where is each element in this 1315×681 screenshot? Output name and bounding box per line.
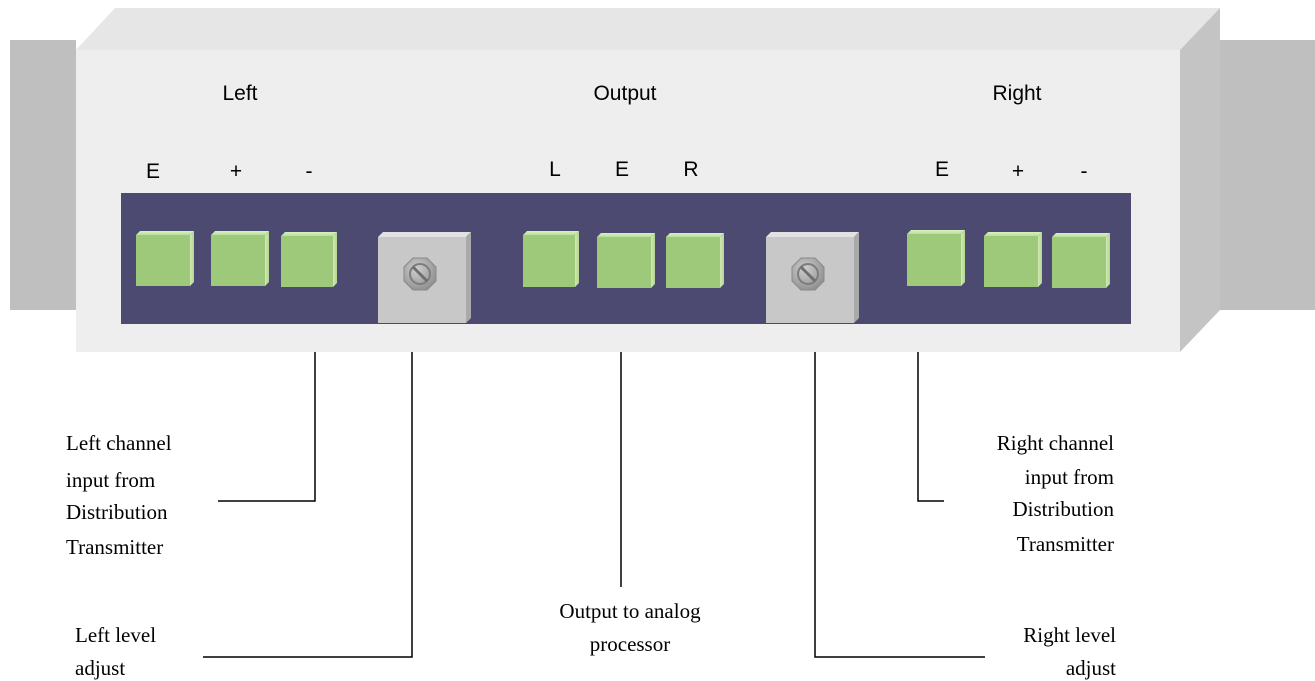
terminal-label-right-e: E	[935, 158, 949, 181]
terminal-label-right-plus: +	[1012, 160, 1024, 183]
leader-line-right-level	[814, 352, 985, 658]
rack-ear-right	[1220, 40, 1315, 310]
terminal-right-minus	[1052, 233, 1110, 288]
right-level-knob[interactable]	[766, 232, 859, 323]
svg-text:Left level: Left level	[75, 623, 156, 647]
callout-right-level: Right level adjust	[1023, 623, 1116, 680]
leader-line-right-input	[917, 352, 944, 502]
svg-text:Left channel: Left channel	[66, 431, 172, 455]
callout-left-level: Left level adjust	[75, 623, 156, 680]
terminal-output-e	[597, 233, 655, 288]
terminal-label-left-minus: -	[306, 160, 313, 183]
left-level-knob[interactable]	[378, 232, 471, 323]
terminal-label-left-e: E	[146, 160, 160, 183]
terminal-right-plus	[984, 232, 1042, 287]
terminal-left-minus	[281, 232, 337, 287]
group-label-right: Right	[992, 82, 1041, 105]
callout-output: Output to analog processor	[559, 599, 701, 656]
rack-ear-left	[10, 40, 76, 310]
leader-line-left-input	[218, 352, 316, 502]
svg-text:Distribution: Distribution	[66, 500, 168, 524]
svg-text:Transmitter: Transmitter	[66, 535, 163, 559]
terminal-output-l	[523, 231, 579, 287]
callout-left-input: Left channel input from Distribution Tra…	[66, 431, 172, 559]
svg-text:Output to analog: Output to analog	[559, 599, 701, 623]
svg-text:input from: input from	[66, 468, 155, 492]
terminal-output-r	[666, 233, 724, 288]
svg-text:input from: input from	[1025, 465, 1114, 489]
leader-line-left-level	[203, 352, 413, 658]
terminal-label-output-e: E	[615, 158, 629, 181]
terminal-right-e	[907, 230, 965, 286]
enclosure-top-face	[76, 8, 1220, 50]
group-label-output: Output	[593, 82, 656, 105]
terminal-label-output-r: R	[683, 158, 698, 181]
svg-text:Right channel: Right channel	[997, 431, 1114, 455]
callout-right-input: Right channel input from Distribution Tr…	[997, 431, 1115, 556]
svg-text:processor: processor	[590, 632, 670, 656]
terminal-left-plus	[211, 231, 269, 286]
enclosure-side-face	[1180, 8, 1220, 352]
group-label-left: Left	[222, 82, 257, 105]
svg-text:Right level: Right level	[1023, 623, 1116, 647]
terminal-left-e	[136, 231, 194, 286]
svg-text:adjust: adjust	[75, 656, 125, 680]
svg-text:Transmitter: Transmitter	[1017, 532, 1114, 556]
terminal-label-left-plus: +	[230, 160, 242, 183]
terminal-label-output-l: L	[549, 158, 561, 181]
terminal-label-right-minus: -	[1081, 160, 1088, 183]
svg-text:Distribution: Distribution	[1012, 497, 1114, 521]
svg-text:adjust: adjust	[1066, 656, 1116, 680]
